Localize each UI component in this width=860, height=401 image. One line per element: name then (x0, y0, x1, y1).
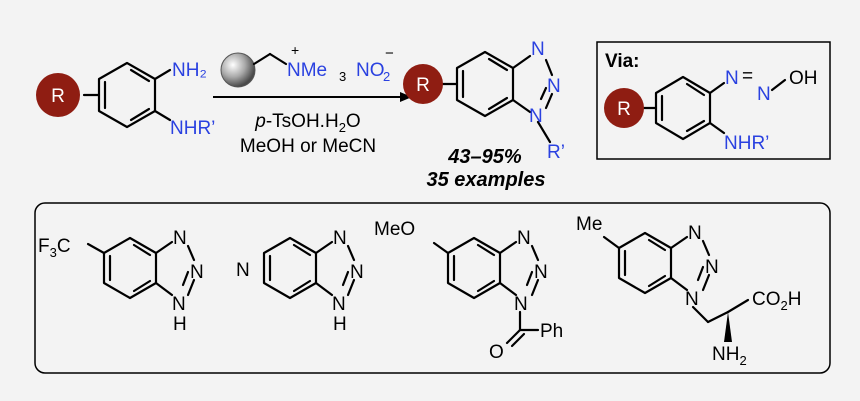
via-title: Via: (605, 51, 640, 72)
via-double-bond: = (742, 66, 753, 87)
via-nhr: NHR’ (724, 133, 769, 154)
nitrite-label: NO (356, 60, 385, 81)
cf3-nh-h: H (173, 314, 187, 335)
examples-box (34, 202, 831, 374)
product-benzotriazole: R N N N R’ (403, 39, 565, 163)
pyrido-n3: N (333, 228, 347, 249)
cf3-n2: N (190, 262, 204, 283)
nh2-label: NH2 (712, 344, 747, 368)
example-methoxy-benzoyl-triazole: MeO N N N O Ph (374, 219, 563, 363)
plus-charge: + (291, 42, 299, 58)
conditions-line-1: p-TsOH.H2O (254, 111, 360, 135)
conditions-line-2: MeOH or MeCN (240, 136, 376, 157)
nhr-label: NHR’ (170, 118, 215, 139)
reactant-aniline: R NH₂ NHR’ (36, 60, 215, 139)
pyridine-ring (262, 236, 318, 300)
yield-range: 43–95% (447, 146, 522, 168)
resin-bead-icon (220, 52, 256, 88)
polymer-supported-nitrite: NMe 3 + NO 2 − (220, 42, 394, 88)
product-r-group-circle (403, 64, 443, 104)
via-n-alpha: N (725, 68, 739, 89)
methyl-label: Me (576, 214, 602, 235)
phenyl-label: Ph (540, 321, 563, 342)
nitrite-subscript: 2 (383, 69, 390, 84)
cf3-benzene-ring (102, 236, 158, 300)
via-r-label: R (617, 99, 631, 120)
nme3-subscript: 3 (339, 69, 346, 84)
meo-n3: N (517, 228, 531, 249)
r-group-circle (36, 73, 80, 117)
example-count: 35 examples (427, 169, 546, 191)
aa-n2: N (705, 257, 719, 278)
meo-n2: N (534, 262, 548, 283)
example-cf3-benzotriazole: F3C N N N H (38, 228, 204, 335)
meo-n1: N (514, 294, 528, 315)
methyl-benzene-ring (617, 231, 673, 295)
reactant-benzene-ring (97, 61, 157, 129)
aa-n1: N (685, 289, 699, 310)
pyrido-n2: N (350, 262, 364, 283)
r-group-label: R (51, 86, 65, 107)
aa-n3: N (688, 223, 702, 244)
product-n3: N (531, 39, 545, 60)
product-n2: N (547, 76, 561, 97)
nh2-label: NH₂ (172, 60, 207, 81)
via-n-beta: N (757, 84, 771, 105)
example-pyrido-triazole: N N N N H (232, 228, 364, 335)
pyrido-n1: N (332, 294, 346, 315)
cf3-label: F3C (38, 236, 71, 260)
cf3-n1: N (172, 294, 186, 315)
wedge-bond (724, 312, 732, 342)
cf3-n3: N (173, 228, 187, 249)
pyrido-nh-h: H (333, 314, 347, 335)
nme3-label: NMe (287, 60, 327, 81)
via-intermediate-box: Via: R N = N OH NHR’ (596, 41, 831, 160)
product-r-prime: R’ (547, 142, 565, 163)
pyridine-n: N (236, 260, 250, 281)
methoxy-benzene-ring (446, 236, 502, 300)
meo-label: MeO (374, 219, 415, 240)
via-oh: OH (789, 68, 818, 89)
minus-charge: − (385, 45, 394, 62)
via-r-group-circle (604, 88, 644, 128)
product-n1: N (529, 106, 543, 127)
product-benzene-ring (455, 50, 515, 118)
product-r-label: R (416, 75, 430, 96)
via-benzene-ring (654, 75, 712, 141)
example-methyl-triazolyl-alanine: Me N N N CO2H NH2 (576, 214, 801, 368)
co2h-label: CO2H (752, 289, 801, 313)
reaction-arrow (213, 92, 412, 102)
carbonyl-o: O (489, 342, 504, 363)
